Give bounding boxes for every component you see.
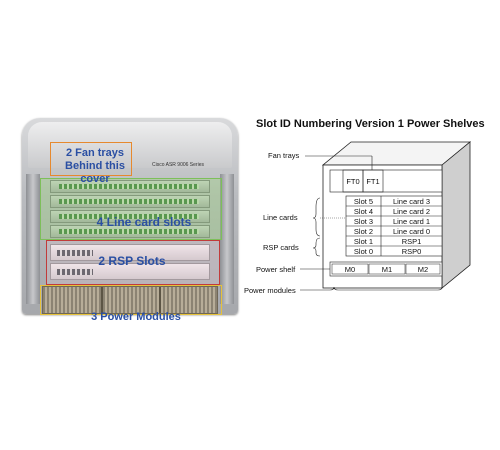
left-side-rail (26, 174, 40, 304)
slot-card: Line card 3 (392, 197, 431, 206)
power-module-label: M2 (417, 265, 429, 274)
fan-trays-callout: Fan trays (268, 151, 300, 160)
fan-trays-highlight (50, 142, 132, 176)
power-module-label: M0 (344, 265, 356, 274)
slot-id: Slot 2 (353, 227, 374, 236)
slot-card: Line card 2 (392, 207, 431, 216)
power-modules-highlight (40, 285, 222, 315)
diagram-title: Slot ID Numbering Version 1 Power Shelve… (256, 118, 485, 130)
power-module-bay (42, 286, 218, 314)
rsp-slots-highlight (46, 240, 220, 285)
rsp-card-module (50, 244, 210, 261)
power-shelf-callout: Power shelf (256, 265, 296, 274)
fan-tray-label: FT1 (366, 177, 380, 186)
slot-card: RSP0 (401, 247, 422, 256)
right-side-rail (220, 174, 234, 304)
slot-id: Slot 1 (353, 237, 374, 246)
power-modules-bracket (300, 286, 443, 291)
line-card-slots-highlight (40, 178, 222, 240)
line-cards-bracket (312, 197, 321, 237)
slot-grid (345, 195, 443, 257)
line-card-slots-label: 4 Line card slots (96, 215, 192, 229)
power-module-label: M1 (381, 265, 393, 274)
line-card-module (50, 195, 210, 208)
line-card-module (50, 180, 210, 193)
fan-tray-cover (28, 122, 232, 168)
chassis-brand-label: Cisco ASR 9006 Series (152, 162, 204, 168)
slot-id: Slot 0 (353, 247, 374, 256)
slot-id: Slot 5 (353, 197, 374, 206)
line-card-module (50, 225, 210, 238)
rsp-cards-callout: RSP cards (263, 243, 299, 252)
fan-trays-label: 2 Fan trays Behind this cover (65, 147, 125, 185)
rsp-slots-label: 2 RSP Slots (98, 254, 166, 268)
line-card-module (50, 210, 210, 223)
slot-id: Slot 4 (353, 207, 374, 216)
slot-card: RSP1 (401, 237, 422, 246)
line-cards-callout: Line cards (263, 213, 298, 222)
slot-card: Line card 0 (392, 227, 431, 236)
slot-id: Slot 3 (353, 217, 374, 226)
rsp-cards-bracket (312, 237, 321, 257)
fan-tray-label: FT0 (346, 177, 360, 186)
slot-card: Line card 1 (392, 217, 431, 226)
router-chassis-photo: Cisco ASR 9006 Series (22, 118, 238, 318)
rsp-card-module (50, 263, 210, 280)
power-modules-label: 3 Power Modules (91, 311, 181, 323)
fan-tray-ft1 (362, 169, 384, 193)
chassis-side-face (441, 141, 471, 289)
power-modules-callout: Power modules (244, 286, 296, 295)
fan-tray-area (329, 169, 443, 193)
